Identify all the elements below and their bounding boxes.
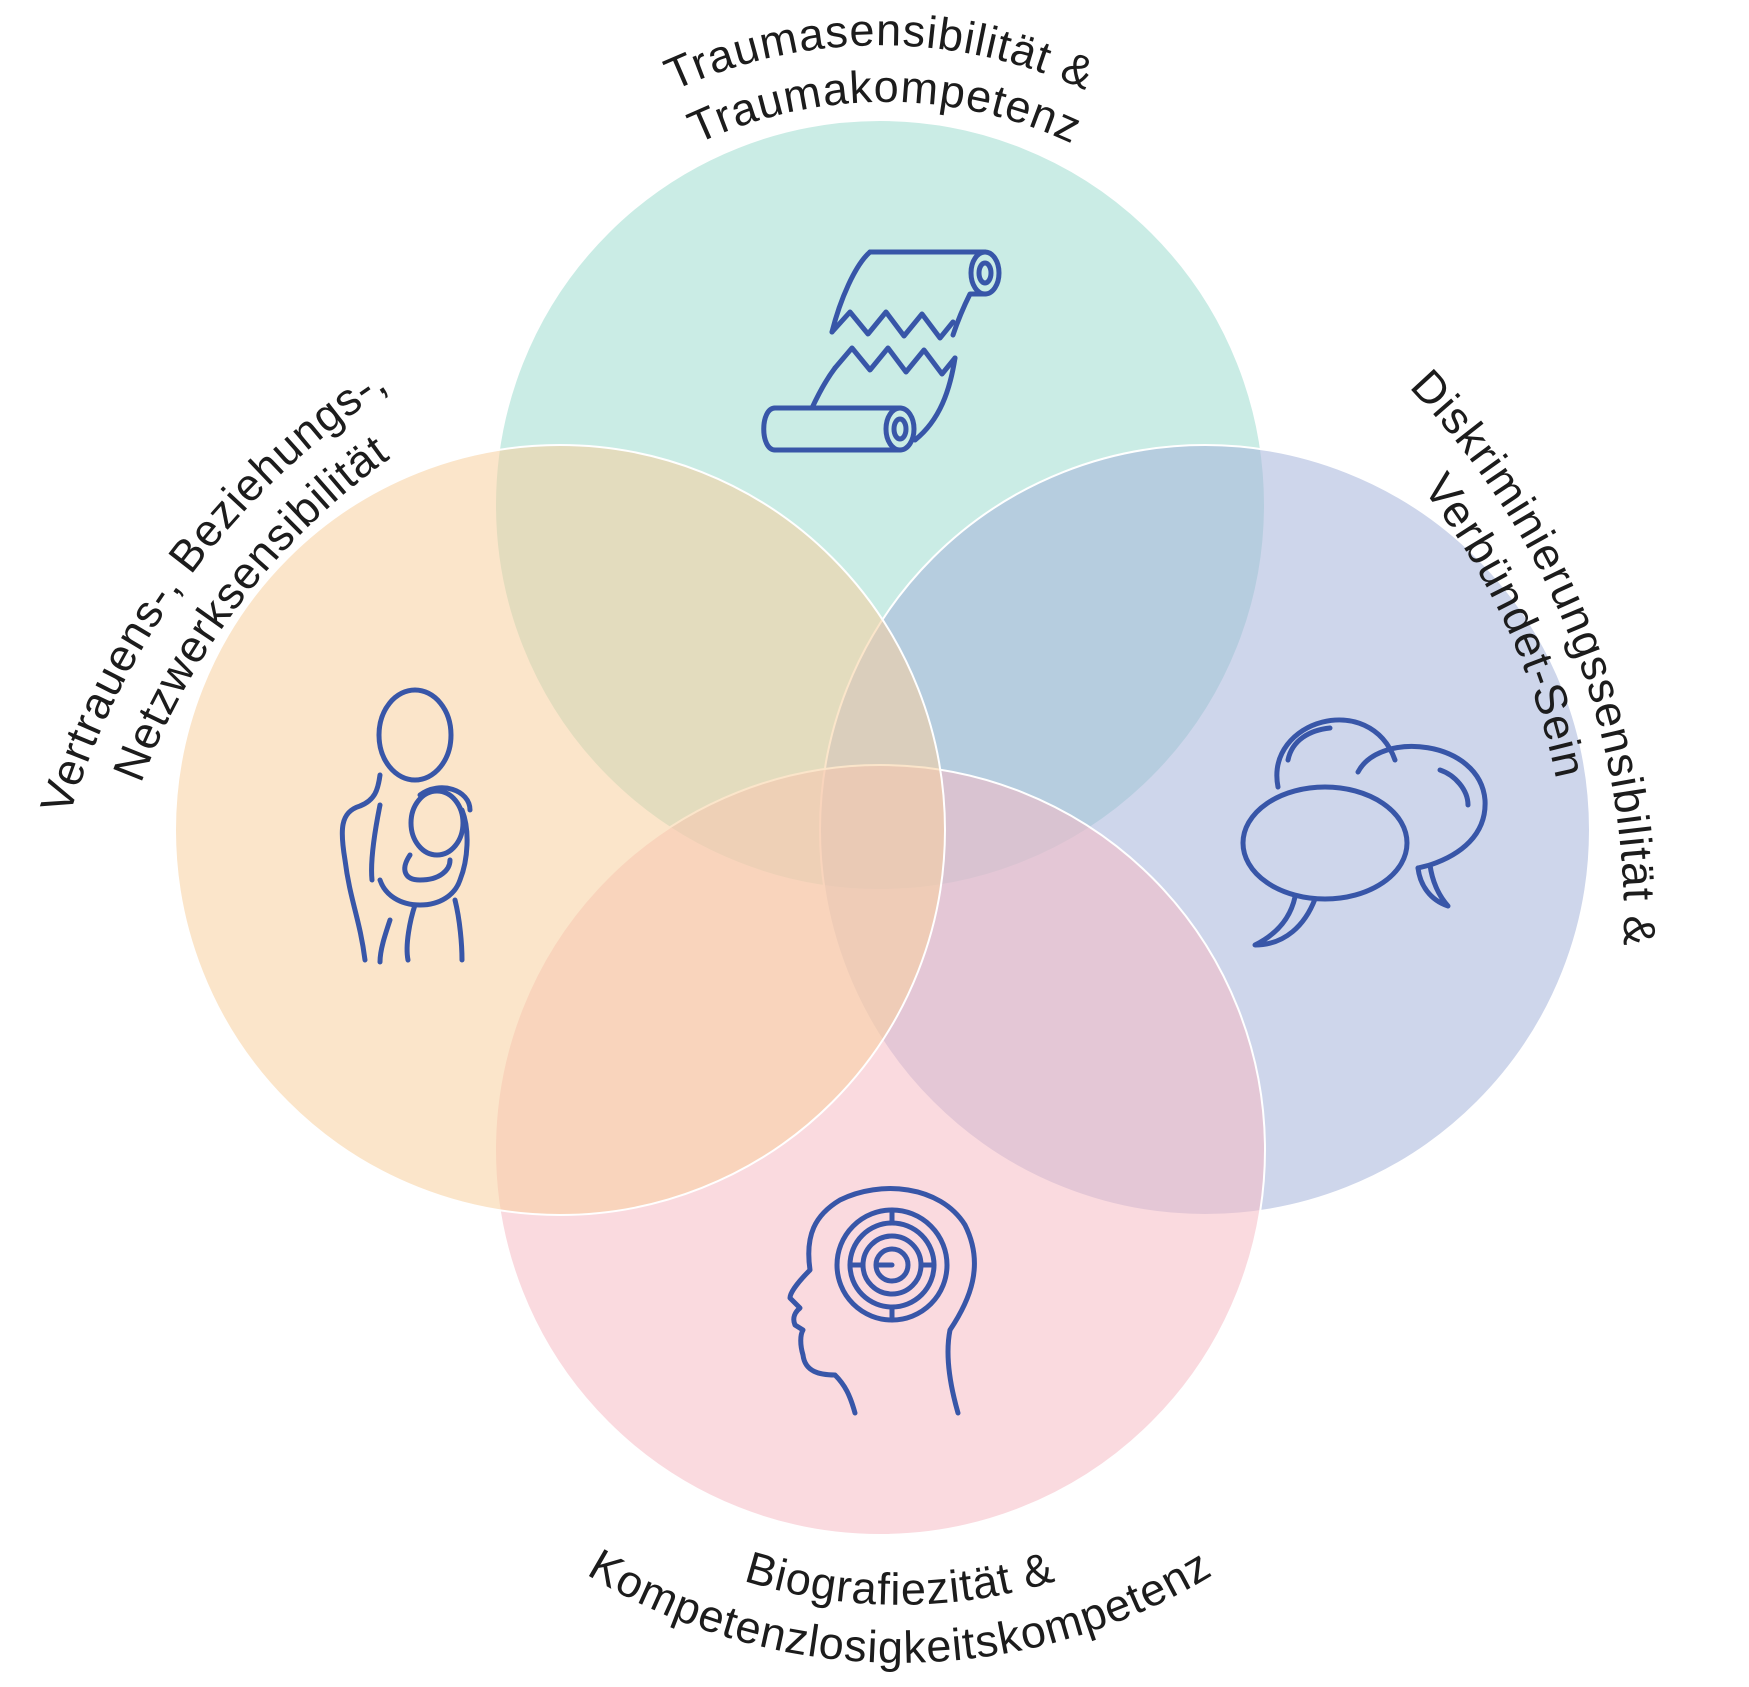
parent-child-icon	[339, 687, 473, 965]
label-bottom-line-1: Biografiezität &	[740, 1541, 1058, 1615]
circles	[174, 119, 1591, 1536]
circle-left	[174, 444, 946, 1216]
speech-bubbles-icon	[1240, 717, 1488, 948]
icons	[339, 249, 1488, 1416]
head-maze-icon	[787, 1186, 977, 1416]
label-bottom: Biografiezität &	[740, 1541, 1059, 1615]
scroll-icon	[761, 249, 1002, 453]
